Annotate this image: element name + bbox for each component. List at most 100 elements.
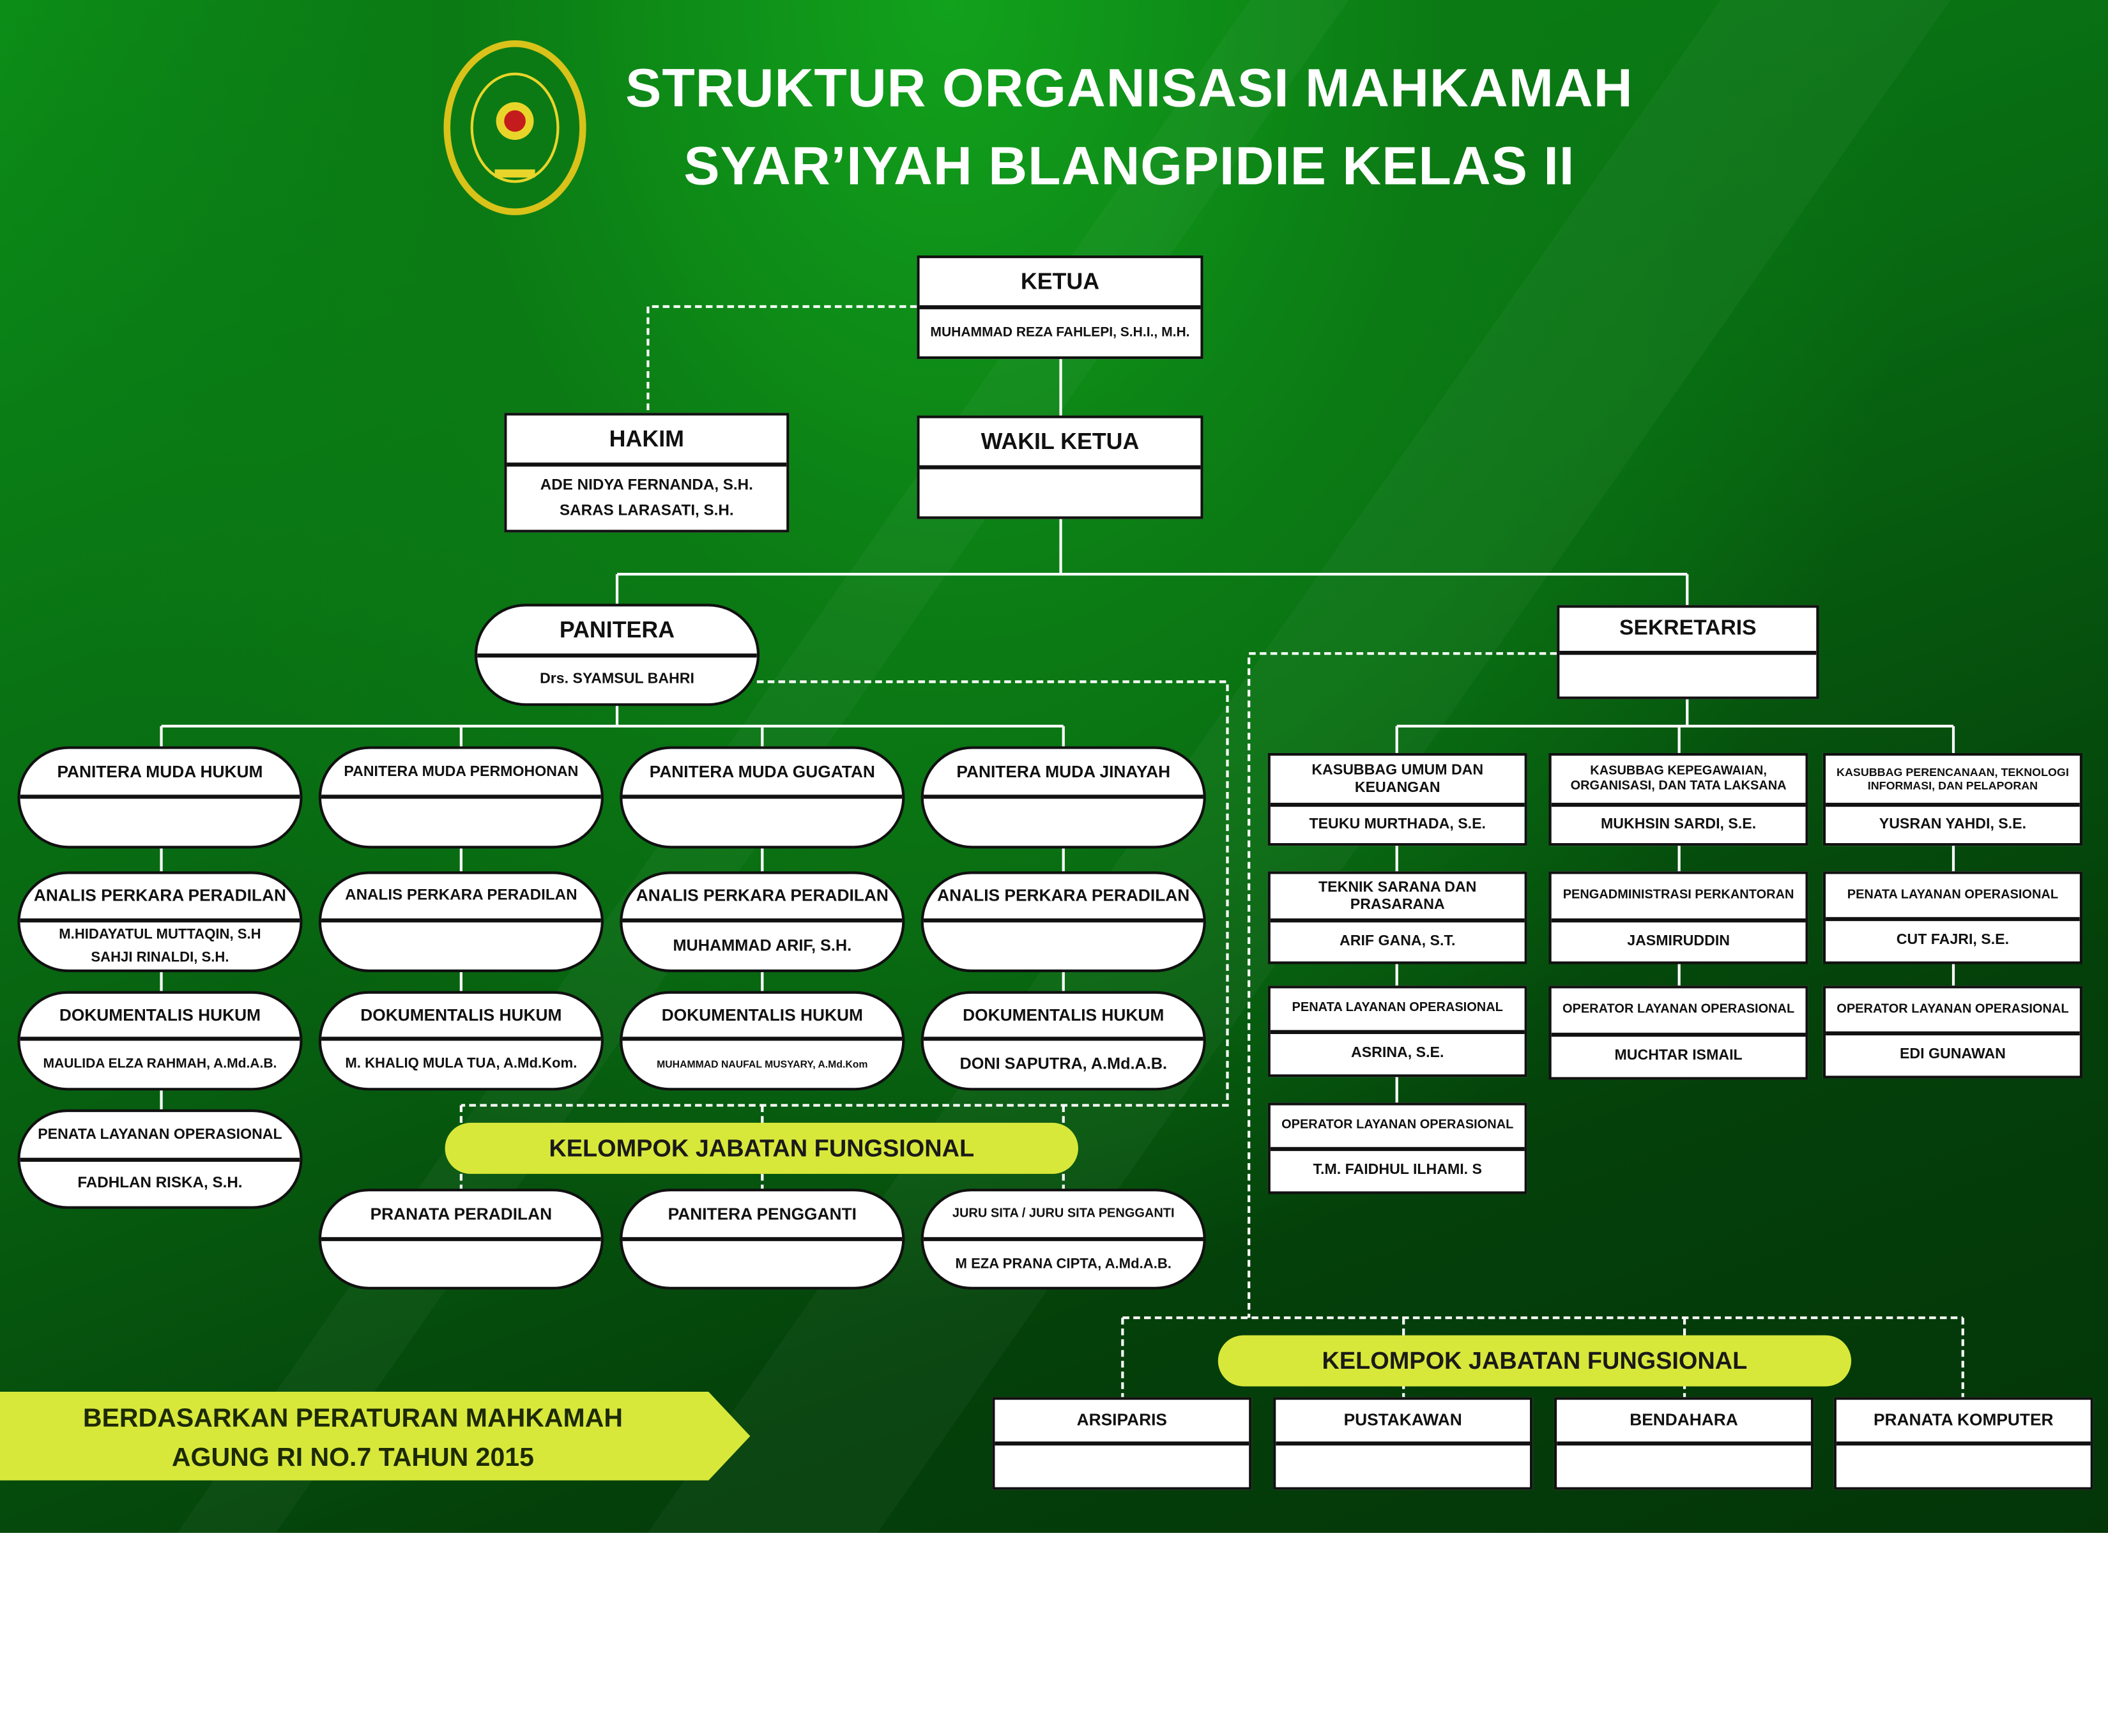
fungsional-panitera-label: KELOMPOK JABATAN FUNGSIONAL: [445, 1122, 1078, 1174]
position-title: PRANATA KOMPUTER: [1836, 1400, 2091, 1446]
position-title: PENATA LAYANAN OPERASIONAL: [1826, 874, 2080, 922]
position-title: ANALIS PERKARA PERADILAN: [923, 874, 1203, 923]
position-box-operator-layanan-operasional: OPERATOR LAYANAN OPERASIONAL MUCHTAR ISMA…: [1548, 986, 1808, 1080]
connector-sekretaris: [1395, 699, 1955, 1103]
position-holders: [1557, 1445, 1811, 1487]
holder-name: ASRINA, S.E.: [1351, 1045, 1444, 1062]
position-holders: [622, 1241, 902, 1287]
position-title: ANALIS PERKARA PERADILAN: [20, 874, 300, 923]
holder-name: ADE NIDYA FERNANDA, S.H.: [540, 477, 753, 494]
holder-name: TEUKU MURTHADA, S.E.: [1309, 816, 1486, 832]
position-box-panitera-muda-jinayah: PANITERA MUDA JINAYAH: [920, 746, 1206, 849]
position-holders: [321, 1241, 601, 1287]
org-chart: STRUKTUR ORGANISASI MAHKAMAH SYAR’IYAH B…: [0, 40, 2093, 1490]
holder-name: MUHAMMAD REZA FAHLEPI, S.H.I., M.H.: [930, 324, 1190, 340]
position-holders: [622, 799, 902, 846]
position-holders: M EZA PRANA CIPTA, A.Md.A.B.: [924, 1241, 1203, 1287]
position-box-kasubbag-perencanaan-teknologi-informasi-dan-pelaporan: KASUBBAG PERENCANAAN, TEKNOLOGI INFORMAS…: [1822, 752, 2083, 846]
position-holders: M. KHALIQ MULA TUA, A.Md.Kom.: [321, 1041, 601, 1088]
position-box-analis-perkara-peradilan: ANALIS PERKARA PERADILAN: [920, 871, 1206, 973]
position-title: ANALIS PERKARA PERADILAN: [622, 874, 903, 923]
position-holders: Drs. SYAMSUL BAHRI: [477, 657, 757, 703]
position-holders: [20, 799, 300, 846]
position-title: DOKUMENTALIS HUKUM: [321, 994, 601, 1041]
banner-arrow-shape: [0, 1391, 751, 1481]
position-box-penata-layanan-operasional: PENATA LAYANAN OPERASIONAL CUT FAJRI, S.E…: [1822, 871, 2083, 964]
position-title: PANITERA MUDA JINAYAH: [923, 749, 1203, 799]
position-title: WAKIL KETUA: [919, 418, 1201, 469]
position-holders: MUHAMMAD ARIF, S.H.: [622, 922, 902, 970]
position-box-wakil-ketua: WAKIL KETUA: [917, 415, 1203, 519]
holder-name: MUCHTAR ISMAIL: [1614, 1047, 1743, 1064]
position-holders: MUHAMMAD REZA FAHLEPI, S.H.I., M.H.: [920, 309, 1201, 356]
position-title: PENATA LAYANAN OPERASIONAL: [1270, 988, 1525, 1034]
position-box-penata-layanan-operasional: PENATA LAYANAN OPERASIONAL ASRINA, S.E.: [1267, 986, 1527, 1077]
position-holders: ADE NIDYA FERNANDA, S.H.SARAS LARASATI, …: [507, 467, 786, 530]
holder-name: MAULIDA ELZA RAHMAH, A.Md.A.B.: [43, 1056, 277, 1071]
position-title: PANITERA MUDA GUGATAN: [622, 749, 903, 799]
position-title: ARSIPARIS: [995, 1400, 1249, 1446]
position-title: OPERATOR LAYANAN OPERASIONAL: [1270, 1106, 1525, 1152]
holder-name: T.M. FAIDHUL ILHAMI. S: [1313, 1162, 1482, 1178]
position-title: SEKRETARIS: [1559, 608, 1817, 655]
position-holders: [995, 1445, 1249, 1487]
position-title: HAKIM: [507, 416, 787, 467]
position-holders: T.M. FAIDHUL ILHAMI. S: [1271, 1151, 1525, 1191]
fungsional-sekretaris-label: KELOMPOK JABATAN FUNGSIONAL: [1218, 1335, 1852, 1387]
holder-name: YUSRAN YAHDI, S.E.: [1879, 816, 2027, 832]
position-box-panitera-muda-permohonan: PANITERA MUDA PERMOHONAN: [318, 746, 604, 849]
position-holders: CUT FAJRI, S.E.: [1826, 921, 2080, 961]
position-title: PENGADMINISTRASI PERKANTORAN: [1551, 874, 1806, 923]
position-box-operator-layanan-operasional: OPERATOR LAYANAN OPERASIONAL T.M. FAIDHUL…: [1267, 1102, 1527, 1194]
position-title: PANITERA MUDA HUKUM: [20, 749, 300, 799]
footer-line2: AGUNG RI NO.7 TAHUN 2015: [171, 1442, 534, 1473]
position-title: PANITERA PENGGANTI: [622, 1191, 903, 1242]
position-holders: FADHLAN RISKA, S.H.: [20, 1162, 300, 1206]
position-box-dokumentalis-hukum: DOKUMENTALIS HUKUM MUHAMMAD NAUFAL MUSYAR…: [620, 991, 905, 1091]
holder-name: M.HIDAYATUL MUTTAQIN, S.H: [59, 925, 261, 943]
position-box-pranata-peradilan: PRANATA PERADILAN: [318, 1189, 604, 1290]
connector-panitera: [160, 704, 1065, 747]
position-box-pustakawan: PUSTAKAWAN: [1273, 1397, 1533, 1490]
position-title: KETUA: [919, 258, 1201, 310]
position-box-ketua: KETUA MUHAMMAD REZA FAHLEPI, S.H.I., M.H.: [917, 255, 1203, 360]
holder-name: M EZA PRANA CIPTA, A.Md.A.B.: [955, 1255, 1172, 1272]
holder-name: Drs. SYAMSUL BAHRI: [540, 671, 694, 688]
position-box-panitera: PANITERA Drs. SYAMSUL BAHRI: [474, 604, 760, 706]
position-title: KASUBBAG UMUM DAN KEUANGAN: [1270, 756, 1525, 807]
position-title: PANITERA MUDA PERMOHONAN: [321, 749, 601, 799]
position-box-panitera-muda-gugatan: PANITERA MUDA GUGATAN: [620, 746, 905, 849]
connector-fungsional-sekretaris: [1121, 652, 1964, 1397]
position-holders: [920, 469, 1201, 517]
position-holders: MUKHSIN SARDI, S.E.: [1552, 807, 1806, 843]
position-title: PANITERA: [477, 606, 757, 658]
connector-hakim: [646, 305, 917, 413]
footer-line1: BERDASARKAN PERATURAN MAHKAMAH: [82, 1403, 623, 1434]
position-holders: ARIF GANA, S.T.: [1271, 922, 1525, 961]
position-holders: DONI SAPUTRA, A.Md.A.B.: [924, 1041, 1203, 1088]
position-box-pranata-komputer: PRANATA KOMPUTER: [1833, 1397, 2093, 1490]
position-holders: EDI GUNAWAN: [1826, 1035, 2080, 1076]
position-title: OPERATOR LAYANAN OPERASIONAL: [1551, 988, 1806, 1037]
position-box-sekretaris: SEKRETARIS: [1557, 605, 1819, 699]
holder-name: MUHAMMAD NAUFAL MUSYARY, A.Md.Kom: [657, 1057, 868, 1070]
position-holders: MUCHTAR ISMAIL: [1552, 1037, 1806, 1077]
position-box-kasubbag-kepegawaian-organisasi-dan-tata-laksana: KASUBBAG KEPEGAWAIAN, ORGANISASI, DAN TA…: [1548, 752, 1808, 846]
holder-name: SAHJI RINALDI, S.H.: [91, 948, 229, 965]
holder-name: FADHLAN RISKA, S.H.: [77, 1175, 243, 1192]
holder-name: CUT FAJRI, S.E.: [1896, 932, 2010, 948]
connector-fungsional-panitera: [459, 680, 1229, 1189]
position-title: BENDAHARA: [1557, 1400, 1811, 1446]
page-title-line1: STRUKTUR ORGANISASI MAHKAMAH: [625, 59, 1633, 119]
position-holders: MAULIDA ELZA RAHMAH, A.Md.A.B.: [20, 1041, 300, 1088]
holder-name: EDI GUNAWAN: [1899, 1046, 2006, 1063]
position-title: DOKUMENTALIS HUKUM: [622, 994, 903, 1041]
position-box-bendahara: BENDAHARA: [1554, 1397, 1814, 1490]
position-box-arsiparis: ARSIPARIS: [992, 1397, 1252, 1490]
